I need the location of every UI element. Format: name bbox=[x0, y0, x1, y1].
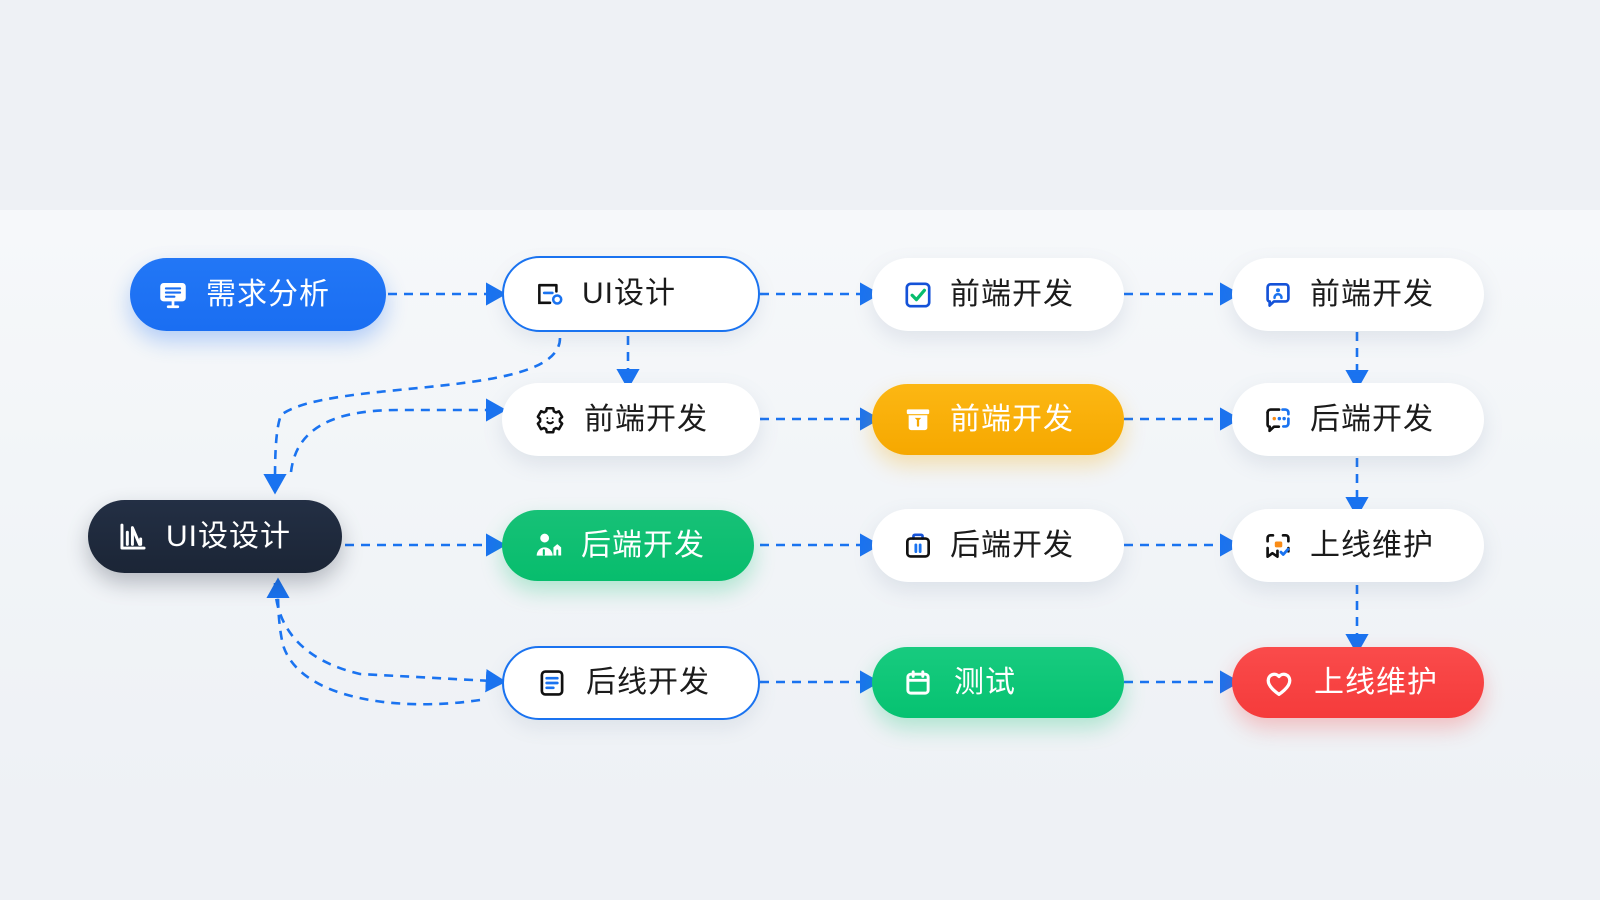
node-label: 前端开发 bbox=[1310, 277, 1434, 311]
node-label: 后线开发 bbox=[586, 666, 710, 699]
node-label: 测试 bbox=[954, 665, 1016, 699]
bar-chart-icon bbox=[116, 520, 150, 554]
node-label: 上线维护 bbox=[1310, 528, 1434, 562]
node-label: 需求分析 bbox=[206, 277, 330, 311]
node-label: 后端开发 bbox=[950, 528, 1074, 562]
edge-n8-n12 bbox=[273, 582, 507, 693]
chat-dots-icon bbox=[1262, 404, 1294, 436]
edge-n8-n5 bbox=[289, 398, 507, 473]
node-release-maintain-b[interactable]: 上线维护 bbox=[1232, 647, 1484, 718]
node-label: 前端开发 bbox=[950, 277, 1074, 311]
node-ui-design-dark[interactable]: UI设设计 bbox=[88, 500, 342, 573]
node-frontend-dev-d[interactable]: 前端开发 bbox=[872, 384, 1124, 455]
node-label: 后端开发 bbox=[581, 528, 705, 562]
image-check-icon bbox=[1262, 530, 1294, 562]
node-frontend-dev-b[interactable]: 前端开发 bbox=[1232, 258, 1484, 331]
calendar-icon bbox=[902, 667, 934, 699]
node-backend-dev-b[interactable]: 后端开发 bbox=[502, 510, 754, 581]
heart-icon bbox=[1262, 666, 1296, 700]
gift-box-icon bbox=[902, 404, 934, 436]
node-backend-dev-c[interactable]: 后端开发 bbox=[872, 509, 1124, 582]
edge-n12-n8 bbox=[266, 577, 481, 706]
node-frontend-dev-c[interactable]: 前端开发 bbox=[502, 383, 760, 456]
node-backline-dev[interactable]: 后线开发 bbox=[502, 646, 760, 720]
list-document-icon bbox=[536, 667, 568, 699]
briefcase-pause-icon bbox=[902, 530, 934, 562]
node-label: 后端开发 bbox=[1310, 402, 1434, 436]
node-label: UI设计 bbox=[582, 277, 676, 310]
node-label: UI设设计 bbox=[166, 519, 291, 553]
node-requirement-analysis[interactable]: 需求分析 bbox=[130, 258, 386, 331]
layout-panel-icon bbox=[534, 278, 566, 310]
checkbox-check-icon bbox=[902, 279, 934, 311]
node-frontend-dev-a[interactable]: 前端开发 bbox=[872, 258, 1124, 331]
edge-n2-n8 bbox=[263, 337, 562, 495]
node-label: 前端开发 bbox=[950, 402, 1074, 436]
node-label: 前端开发 bbox=[584, 402, 708, 436]
chat-person-icon bbox=[1262, 279, 1294, 311]
gear-icon bbox=[534, 404, 566, 436]
document-monitor-icon bbox=[156, 278, 190, 312]
node-label: 上线维护 bbox=[1314, 665, 1438, 699]
node-release-maintain-a[interactable]: 上线维护 bbox=[1232, 509, 1484, 582]
user-add-icon bbox=[532, 529, 565, 562]
node-testing[interactable]: 测试 bbox=[872, 647, 1124, 718]
node-backend-dev-a[interactable]: 后端开发 bbox=[1232, 383, 1484, 456]
node-ui-design[interactable]: UI设计 bbox=[502, 256, 760, 332]
